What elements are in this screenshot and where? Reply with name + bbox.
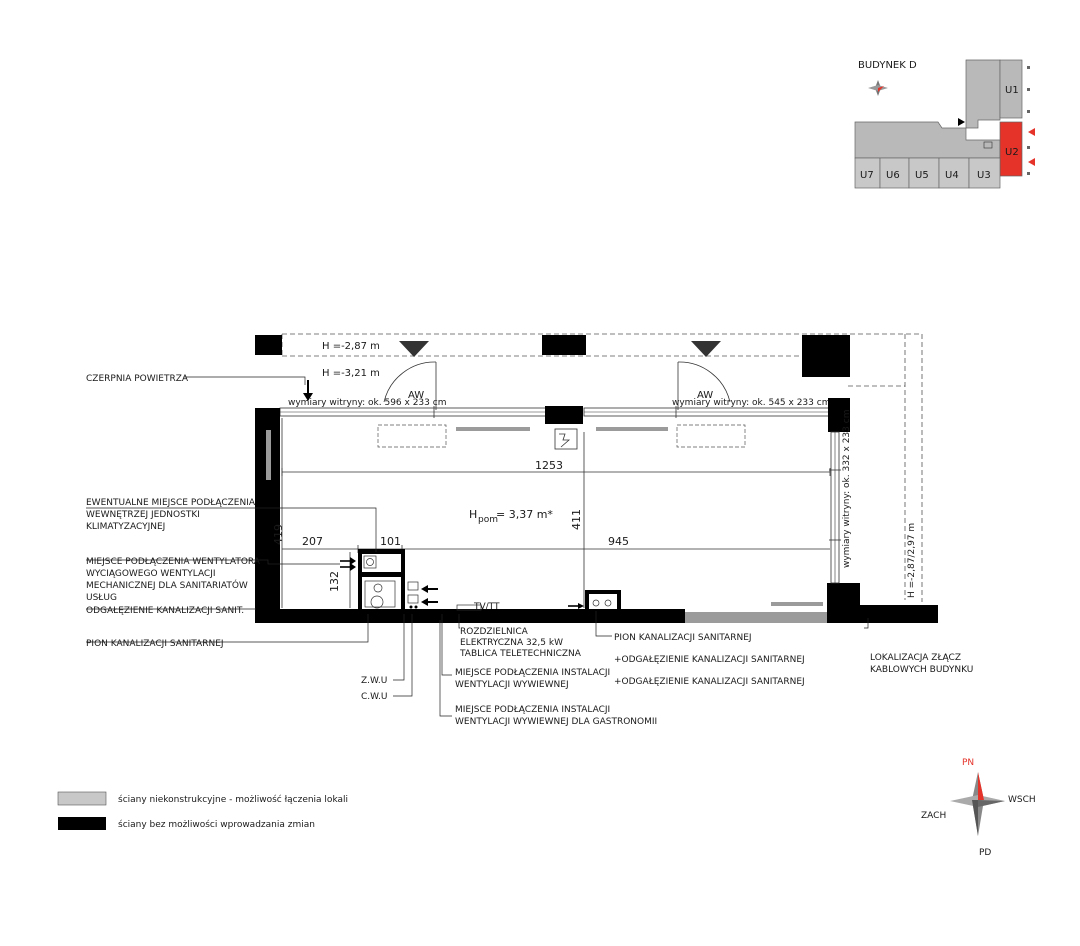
level-marker-icon — [399, 341, 429, 357]
radiator — [596, 427, 668, 431]
exhaust-arrow-icon — [421, 585, 584, 609]
key-unit-u5: U5 — [915, 170, 929, 181]
label-cwu: C.W.U — [361, 692, 387, 702]
column — [542, 335, 586, 355]
column — [802, 335, 850, 377]
svg-text:= 3,37 m*: = 3,37 m* — [496, 508, 553, 521]
riser-block — [585, 590, 621, 611]
legend-text-structural: ściany bez możliwości wprowadzania zmian — [118, 819, 315, 830]
label-pion-right: PION KANALIZACJI SANITARNEJ — [614, 633, 752, 643]
key-plan-tower — [965, 59, 1001, 129]
height-label-1: H =-2,87 m — [322, 341, 380, 352]
dim-419: 419 — [272, 524, 285, 545]
compass-east: WSCH — [1008, 795, 1036, 805]
label-rozdzielnica-2: ELEKTRYCZNA 32,5 kW — [460, 638, 563, 648]
side-window — [829, 431, 841, 584]
svg-text:pom: pom — [478, 515, 498, 525]
ventilation-arrow-icon — [303, 380, 313, 401]
label-rozdzielnica-3: TABLICA TELETECHNICZNA — [459, 649, 582, 659]
label-wentylator-3: MECHANICZNEJ DLA SANITARIATÓW — [86, 579, 248, 591]
panel-label: TV/TT — [473, 602, 500, 612]
compass-west: ZACH — [921, 811, 946, 821]
label-ewentualne-2: WEWNĘTRZEJ JEDNOSTKI — [86, 510, 200, 520]
height-label-2: H =-3,21 m — [322, 368, 380, 379]
column — [827, 583, 850, 623]
key-unit-u2: U2 — [1005, 147, 1019, 158]
column — [255, 335, 282, 355]
radiator — [456, 427, 530, 431]
label-lokalizacja-2: KABLOWYCH BUDYNKU — [870, 665, 973, 675]
radiator — [771, 602, 823, 606]
legend-swatch-structural — [58, 817, 106, 830]
label-rozdzielnica-1: ROZDZIELNICA — [460, 627, 529, 637]
label-odgalezienie-2: +ODGAŁĘZIENIE KANALIZACJI SANITARNEJ — [614, 677, 805, 687]
key-plan-compass-icon — [868, 80, 888, 96]
door-label-aw-1: AW — [408, 390, 424, 401]
legend: ściany niekonstrukcyjne - możliwość łącz… — [57, 791, 348, 830]
label-lokalizacja-1: LOKALIZACJA ZŁĄCZ — [870, 653, 961, 663]
label-wentylacji-1: MIEJSCE PODŁĄCZENIA INSTALACJI — [455, 668, 610, 678]
compass-north: PN — [962, 758, 974, 768]
label-ewentualne-1: EWENTUALNE MIEJSCE PODŁĄCZENIA — [86, 498, 256, 508]
window-size-front-right: wymiary witryny: ok. 545 x 233 cm — [672, 398, 830, 408]
unit-plan: H =-2,87 m H =-3,21 m AW AW wymiary witr… — [255, 333, 938, 623]
label-wentylacji-2: WENTYLACJI WYWIEWNEJ — [455, 680, 569, 690]
annotations: CZERPNIA POWIETRZA EWENTUALNE MIEJSCE PO… — [86, 374, 973, 727]
room-height-label: H pom = 3,37 m* — [469, 508, 553, 525]
wall-stub — [850, 583, 860, 605]
label-gastronomii-2: WENTYLACJI WYWIEWNEJ DLA GASTRONOMII — [455, 717, 657, 727]
label-odgalezienie-1: +ODGAŁĘZIENIE KANALIZACJI SANITARNEJ — [614, 655, 805, 665]
dim-132: 132 — [328, 571, 341, 592]
dim-945: 945 — [608, 535, 629, 548]
label-czerpnia: CZERPNIA POWIETRZA — [86, 374, 189, 384]
key-unit-u3: U3 — [977, 170, 991, 181]
wall-bottom-nonstructural — [685, 612, 827, 623]
column — [545, 406, 583, 424]
key-unit-u4: U4 — [945, 170, 959, 181]
label-zwu: Z.W.U — [361, 676, 387, 686]
dim-101: 101 — [380, 535, 401, 548]
key-unit-u6: U6 — [886, 170, 900, 181]
radiator — [266, 430, 271, 480]
compass-rose-icon: PN WSCH ZACH PD — [921, 758, 1036, 858]
label-odgalezienie-sanit: ODGAŁĘZIENIE KANALIZACJI SANIT. — [86, 606, 244, 616]
dim-1253: 1253 — [535, 459, 563, 472]
label-gastronomii-1: MIEJSCE PODŁĄCZENIA INSTALACJI — [455, 705, 610, 715]
label-ewentualne-3: KLIMATYZACYJNEJ — [86, 522, 165, 532]
window-size-side: wymiary witryny: ok. 332 x 233 cm — [842, 410, 852, 568]
key-unit-u1: U1 — [1005, 85, 1019, 96]
door-label-aw-2: AW — [697, 390, 713, 401]
label-wentylator-4: USŁUG — [86, 593, 117, 603]
key-unit-u2-highlight — [999, 121, 1023, 177]
leaders — [86, 376, 869, 717]
key-plan-title: BUDYNEK D — [858, 60, 917, 71]
svg-text:H: H — [469, 508, 477, 521]
dim-411: 411 — [570, 509, 583, 530]
compass-south: PD — [979, 848, 991, 858]
electric-panel-icon — [554, 428, 578, 450]
legend-swatch-nonstructural — [57, 791, 107, 806]
legend-text-nonstructural: ściany niekonstrukcyjne - możliwość łącz… — [118, 794, 348, 805]
key-unit-u7: U7 — [860, 170, 874, 181]
dim-207: 207 — [302, 535, 323, 548]
ac-unit-outline — [377, 424, 447, 448]
ac-unit-outline — [676, 424, 746, 448]
wall-bottom — [255, 609, 685, 623]
window-size-front-left: wymiary witryny: ok. 596 x 233 cm — [288, 398, 446, 408]
entrance-arrow-icon — [1028, 158, 1035, 166]
wc-block — [358, 549, 405, 611]
key-plan: BUDYNEK D U1 U2 U7 U6 U — [854, 59, 1035, 189]
fan-arrow-icon — [340, 557, 356, 571]
level-marker-icon — [691, 341, 721, 357]
entrance-arrow-icon — [1028, 128, 1035, 136]
column — [828, 398, 850, 432]
height-label-side: H =-2,87/2,97 m — [907, 523, 917, 598]
label-pion-left: PION KANALIZACJI SANITARNEJ — [86, 639, 224, 649]
wall-bottom-right — [850, 605, 938, 623]
label-wentylator-2: WYCIĄGOWEGO WENTYLACJI — [86, 569, 216, 579]
label-wentylator-1: MIEJSCE PODŁĄCZENIA WENTYLATORA — [86, 557, 261, 567]
